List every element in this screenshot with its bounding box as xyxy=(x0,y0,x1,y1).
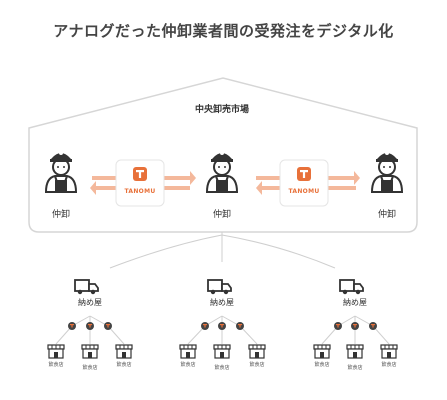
truck-icon xyxy=(339,279,364,296)
shop-icon xyxy=(248,344,266,359)
exchange-arrows-left xyxy=(90,171,196,195)
delivery-label-3: 納め屋 xyxy=(343,298,367,307)
shop-icon xyxy=(380,344,398,359)
tanomu-badge-icon xyxy=(369,322,377,330)
tanomu-card-left xyxy=(115,159,165,207)
tanomu-label-right: TANOMU xyxy=(288,188,320,195)
shop-label: 飲食店 xyxy=(347,365,363,371)
shop-label: 飲食店 xyxy=(381,362,397,368)
wholesaler-label-1: 仲卸 xyxy=(51,210,71,220)
delivery-group-1 xyxy=(47,279,133,359)
shop-icon xyxy=(213,344,231,359)
shop-icon xyxy=(81,344,99,359)
page-title: アナログだった仲卸業者間の受発注をデジタル化 xyxy=(53,22,394,40)
tanomu-badge-icon xyxy=(104,322,112,330)
shop-icon xyxy=(346,344,364,359)
tanomu-badge-icon xyxy=(86,322,94,330)
delivery-group-3 xyxy=(313,279,398,359)
shop-icon xyxy=(179,344,197,359)
wholesaler-label-2: 仲卸 xyxy=(212,210,232,220)
shop-icon xyxy=(313,344,331,359)
shop-label: 飲食店 xyxy=(116,362,132,368)
distribution-lines xyxy=(109,232,336,269)
tanomu-badge-icon xyxy=(218,322,226,330)
delivery-group-2 xyxy=(179,279,266,359)
tanomu-badge-icon xyxy=(68,322,76,330)
shop-label: 飲食店 xyxy=(249,362,265,368)
truck-icon xyxy=(74,279,99,296)
shop-label: 飲食店 xyxy=(214,365,230,371)
shop-label: 飲食店 xyxy=(180,362,196,368)
shop-icon xyxy=(115,344,133,359)
delivery-label-2: 納め屋 xyxy=(210,298,234,307)
exchange-arrows-right xyxy=(256,171,360,195)
tanomu-badge-icon xyxy=(351,322,359,330)
market-label: 中央卸売市場 xyxy=(194,105,250,115)
shop-icon xyxy=(47,344,65,359)
tanomu-badge-icon xyxy=(334,322,342,330)
tanomu-badge-icon xyxy=(236,322,244,330)
tanomu-label-left: TANOMU xyxy=(124,188,156,195)
wholesaler-label-3: 仲卸 xyxy=(377,210,397,220)
tanomu-card-right xyxy=(279,159,329,207)
truck-icon xyxy=(207,279,232,296)
tanomu-badge-icon xyxy=(201,322,209,330)
shop-label: 飲食店 xyxy=(314,362,330,368)
delivery-label-1: 納め屋 xyxy=(78,298,102,307)
shop-label: 飲食店 xyxy=(48,362,64,368)
shop-label: 飲食店 xyxy=(82,365,98,371)
